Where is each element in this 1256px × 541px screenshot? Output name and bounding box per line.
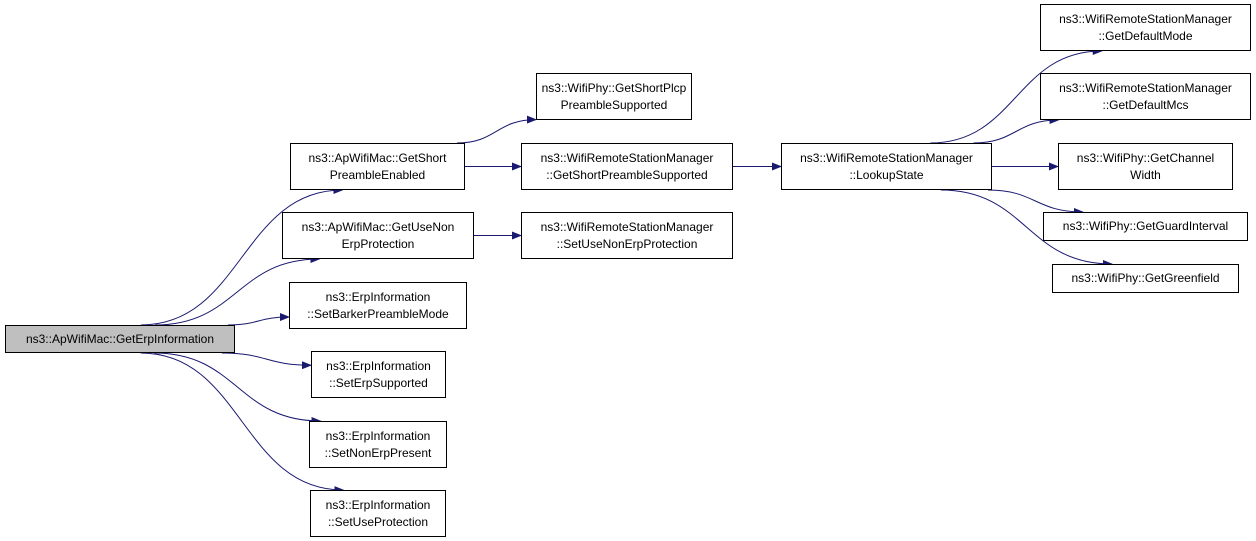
node-label-line: ::SetNonErpPresent [324,445,432,460]
node-label-line: ns3::ErpInformation [325,289,431,304]
node-label-line: ::GetShortPreambleSupported [546,167,708,182]
node-label-line: ns3::ApWifiMac::GetUseNon [301,219,455,234]
node-label-line: ns3::ErpInformation [326,358,431,373]
node-label-line: PreambleEnabled [329,167,426,182]
node-label-line: ns3::WifiRemoteStationManager [540,219,714,234]
node-set-use-non-erp-protection[interactable]: ns3::WifiRemoteStationManager ::SetUseNo… [521,212,733,259]
edge-get-erp-information-to-set-erp-supported [221,352,312,370]
node-label-line: ns3::WifiRemoteStationManager [540,150,714,165]
node-label-line: ::SetBarkerPreambleMode [307,306,449,321]
node-get-guard-interval[interactable]: ns3::WifiPhy::GetGuardInterval [1043,212,1248,241]
node-set-erp-supported[interactable]: ns3::ErpInformation ::SetErpSupported [311,351,446,398]
edge-lookup-state-to-get-default-mode [930,47,1103,144]
node-set-barker-preamble-mode[interactable]: ns3::ErpInformation ::SetBarkerPreambleM… [289,282,467,329]
node-get-channel-width[interactable]: ns3::WifiPhy::GetChannel Width [1058,143,1233,190]
node-label-line: ns3::WifiRemoteStationManager [800,150,973,165]
node-label-line: ns3::WifiPhy::GetChannel [1076,150,1215,165]
node-label-line: ::GetDefaultMode [1098,28,1193,43]
node-label-line: ns3::WifiPhy::GetGuardInterval [1062,219,1229,233]
edge-get-erp-information-to-get-short-preamble-enabled [140,186,344,326]
node-get-erp-information: ns3::ApWifiMac::GetErpInformation [5,325,235,353]
node-lookup-state[interactable]: ns3::WifiRemoteStationManager ::LookupSt… [781,143,992,190]
node-label-line: ::SetUseNonErpProtection [556,236,698,251]
node-label-line: ::SetErpSupported [329,375,428,390]
node-label-line: ::LookupState [849,167,924,182]
node-get-greenfield[interactable]: ns3::WifiPhy::GetGreenfield [1052,264,1239,293]
node-set-non-erp-present[interactable]: ns3::ErpInformation ::SetNonErpPresent [309,421,447,468]
node-label-line: Width [1130,167,1161,182]
node-label-line: ns3::ErpInformation [325,428,431,443]
node-label-line: ns3::ErpInformation [325,497,431,512]
edge-lookup-state-to-get-default-mcs [973,116,1060,144]
edge-lookup-state-to-get-greenfield [940,189,1113,268]
edge-get-erp-information-to-set-use-protection [140,352,345,494]
node-label-line: ns3::WifiPhy::GetShortPlcp [541,80,687,95]
node-get-short-preamble-supported[interactable]: ns3::WifiRemoteStationManager ::GetShort… [521,143,733,190]
node-label-line: ErpProtection [341,236,415,251]
node-get-default-mode[interactable]: ns3::WifiRemoteStationManager ::GetDefau… [1040,4,1251,51]
edge-lookup-state-to-get-guard-interval [987,189,1084,216]
node-get-default-mcs[interactable]: ns3::WifiRemoteStationManager ::GetDefau… [1040,73,1251,120]
edge-get-short-preamble-enabled-to-get-short-plcp-preamble-supported [456,115,537,144]
edge-get-erp-information-to-get-use-non-erp-protection [154,255,321,326]
node-label-line: ::SetUseProtection [327,514,429,529]
node-get-short-preamble-enabled[interactable]: ns3::ApWifiMac::GetShort PreambleEnabled [290,143,465,190]
node-set-use-protection[interactable]: ns3::ErpInformation ::SetUseProtection [310,490,446,537]
node-label-line: ns3::ApWifiMac::GetErpInformation [25,331,215,346]
node-get-short-plcp-preamble-supported[interactable]: ns3::WifiPhy::GetShortPlcp PreambleSuppo… [536,73,692,120]
node-label-line: ns3::WifiPhy::GetGreenfield [1071,271,1220,285]
node-label-line: ns3::WifiRemoteStationManager [1059,11,1232,26]
node-label-line: PreambleSupported [560,97,668,112]
node-label-line: ns3::ApWifiMac::GetShort [308,150,447,165]
edge-get-erp-information-to-set-non-erp-present [154,352,322,425]
edge-get-erp-information-to-set-barker-preamble-mode [227,313,290,326]
node-label-line: ::GetDefaultMcs [1102,97,1189,112]
node-label-line: ns3::WifiRemoteStationManager [1059,80,1232,95]
node-get-use-non-erp-protection[interactable]: ns3::ApWifiMac::GetUseNon ErpProtection [282,212,474,259]
